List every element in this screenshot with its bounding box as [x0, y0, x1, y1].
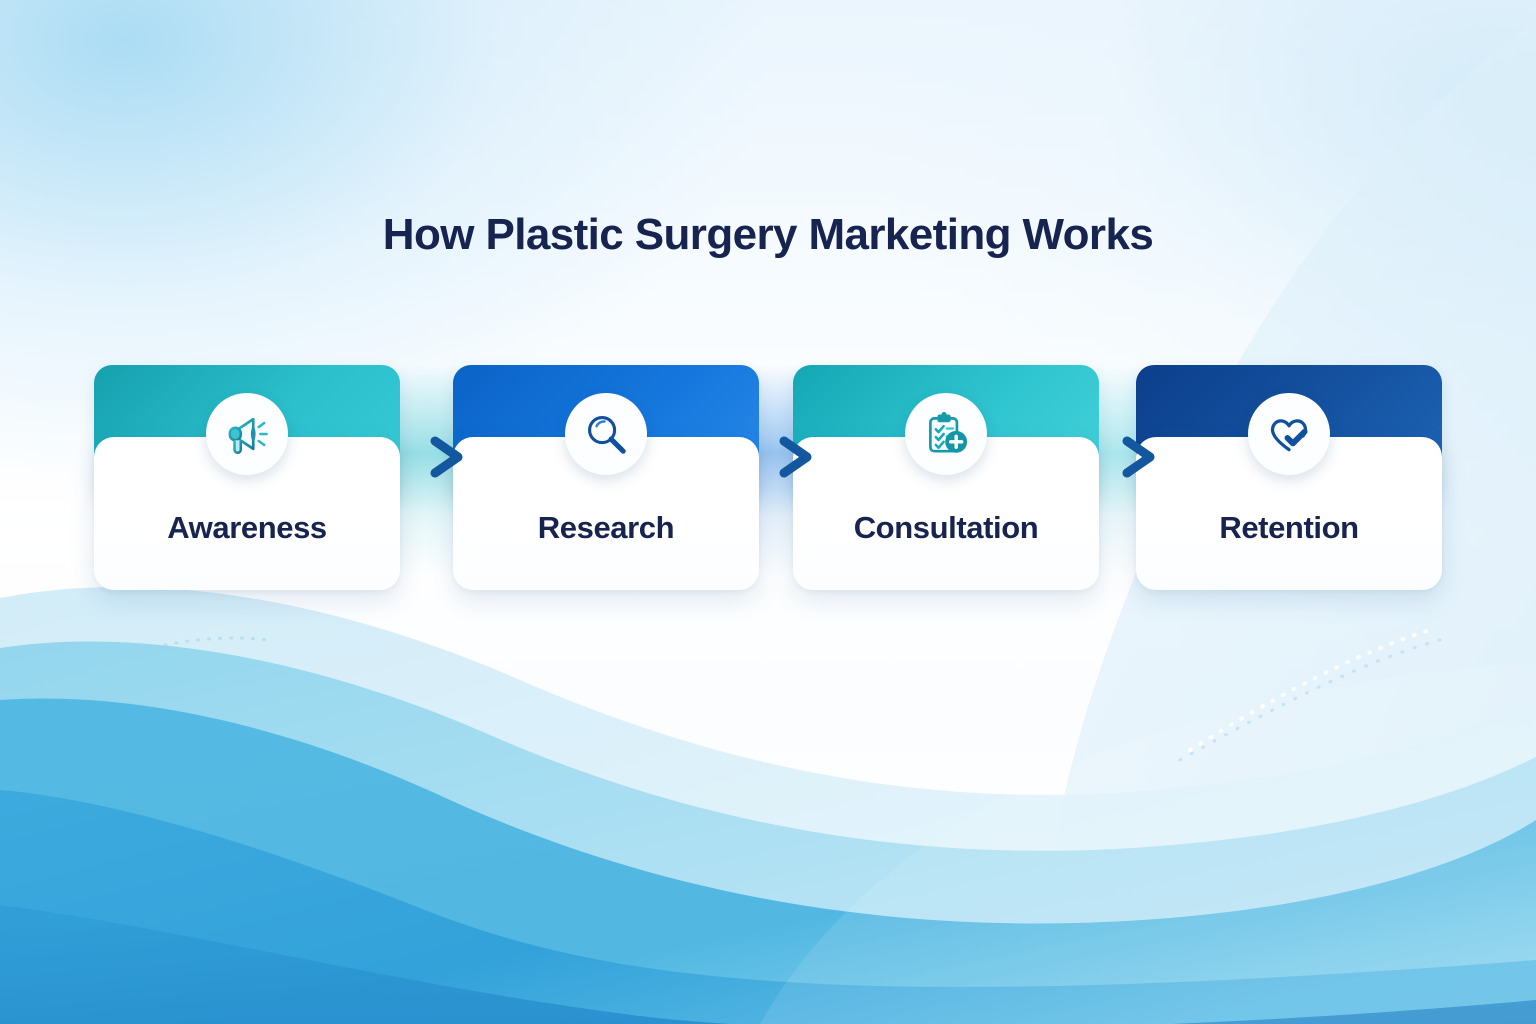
step-label: Retention [1219, 510, 1359, 545]
step-card-retention[interactable]: Retention [1136, 365, 1442, 590]
page-title: How Plastic Surgery Marketing Works [382, 210, 1154, 259]
step-body-retention: Retention [1136, 437, 1442, 590]
arrow-right-icon [390, 427, 468, 487]
step-body-consultation: Consultation [793, 437, 1099, 590]
step-card-research[interactable]: Research [453, 365, 759, 590]
step-label: Consultation [853, 510, 1039, 545]
heart-check-icon [1248, 393, 1330, 475]
step-label: Research [537, 510, 675, 545]
megaphone-icon [206, 393, 288, 475]
step-label: Awareness [167, 510, 327, 545]
gap-band-1 [396, 365, 462, 575]
arrow-right-icon [1082, 427, 1160, 487]
clipboard-plus-icon [905, 393, 987, 475]
step-card-consultation[interactable]: Consultation [793, 365, 1099, 590]
step-card-awareness[interactable]: Awareness [94, 365, 400, 590]
process-flow: Awareness [94, 365, 1442, 605]
magnifier-icon [565, 393, 647, 475]
arrow-right-icon [739, 427, 817, 487]
